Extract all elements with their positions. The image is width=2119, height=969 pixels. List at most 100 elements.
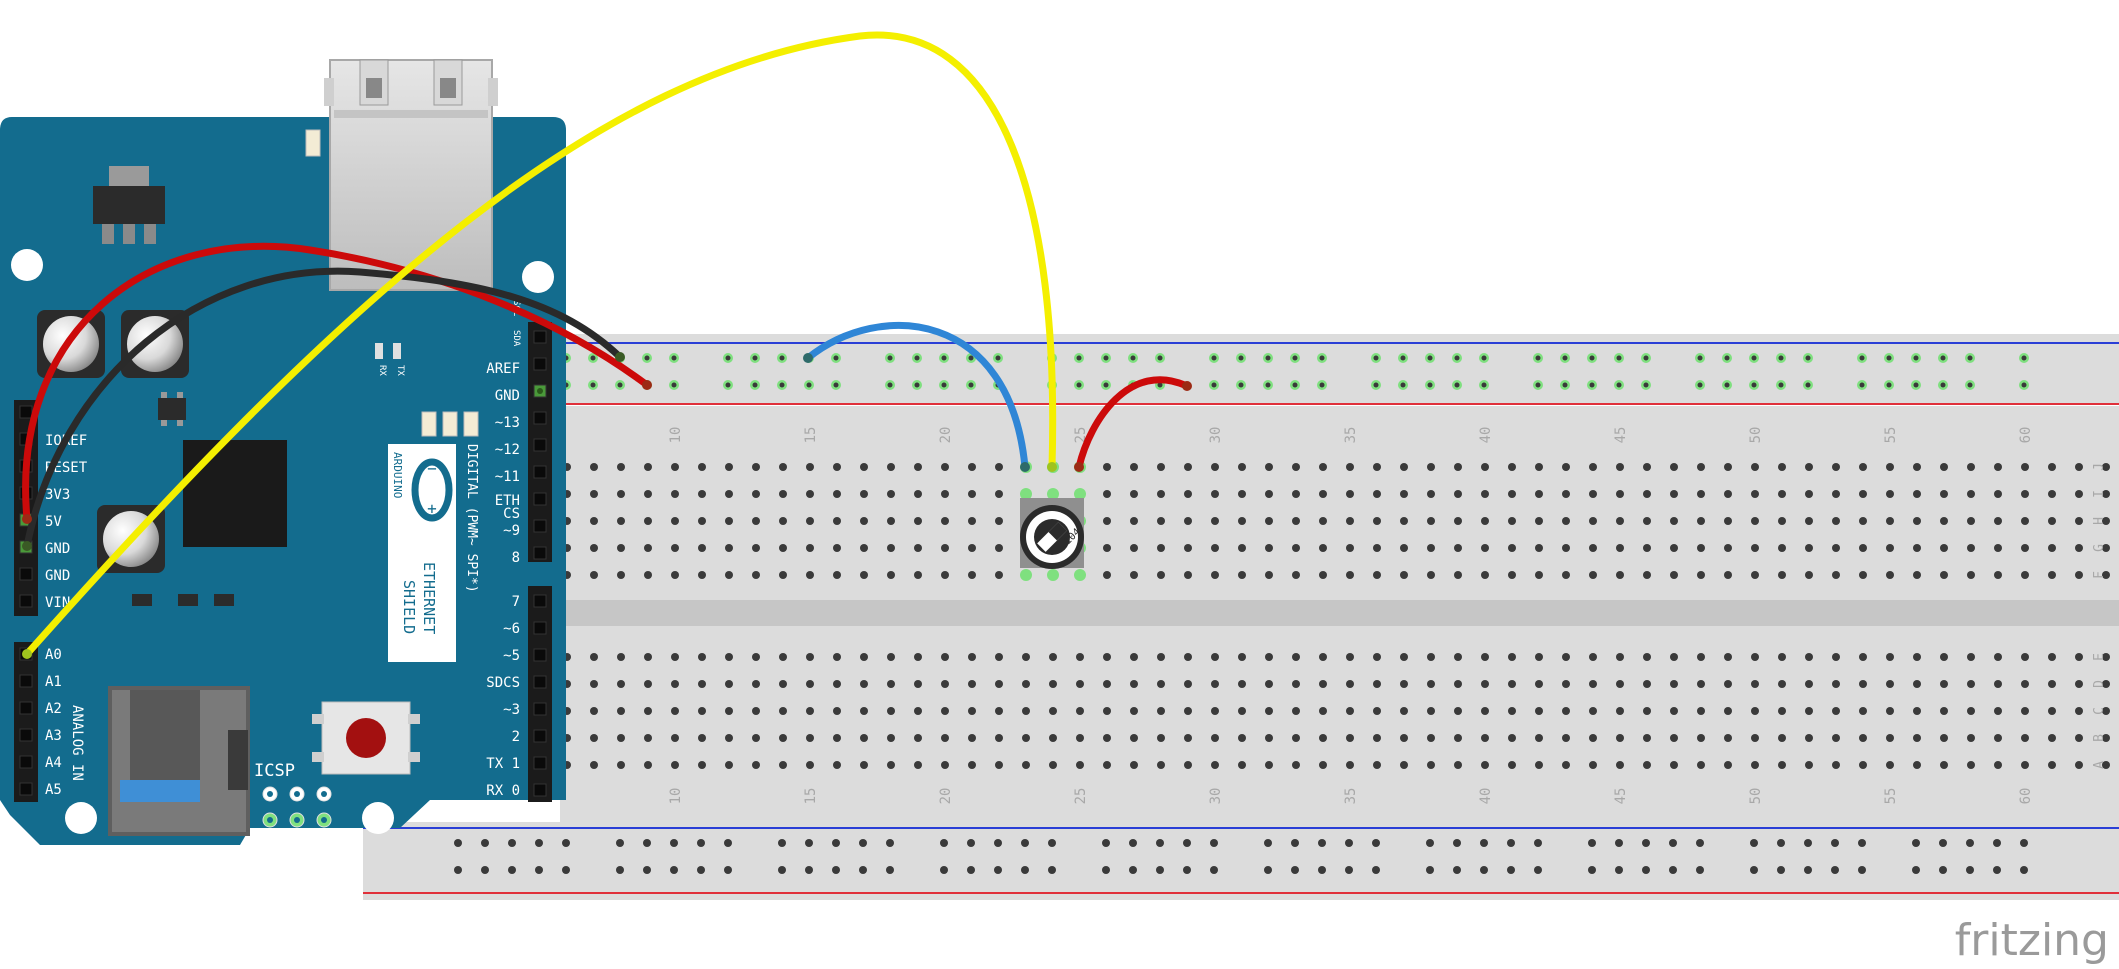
rail-hole: [535, 839, 543, 847]
breadboard-hole: [806, 463, 814, 471]
breadboard-hole: [1130, 517, 1138, 525]
breadboard-hole: [644, 517, 652, 525]
breadboard-hole: [2021, 761, 2029, 769]
rail-hole: [670, 839, 678, 847]
breadboard-hole: [1265, 734, 1273, 742]
breadboard-hole: [1940, 517, 1948, 525]
breadboard-hole: [941, 680, 949, 688]
breadboard-hole: [2021, 544, 2029, 552]
red-wire-5v[interactable]: [22, 242, 651, 523]
breadboard-hole: [1265, 490, 1273, 498]
capacitor: [121, 310, 189, 378]
breadboard-hole: [1805, 571, 1813, 579]
breadboard-hole: [1157, 680, 1165, 688]
breadboard-hole: [806, 517, 814, 525]
column-number: 60: [2018, 788, 2034, 805]
breadboard-hole: [1157, 761, 1165, 769]
breadboard-hole: [671, 490, 679, 498]
breadboard-hole: [2048, 517, 2056, 525]
breadboard-hole: [2048, 544, 2056, 552]
breadboard-hole: [1211, 707, 1219, 715]
digital-header-label: DIGITAL (PWM~ SPI*): [464, 444, 479, 593]
breadboard-hole: [2048, 761, 2056, 769]
column-number: 40: [1478, 427, 1494, 444]
breadboard-hole: [752, 707, 760, 715]
breadboard-hole: [1886, 707, 1894, 715]
breadboard-hole: [590, 544, 598, 552]
breadboard-hole: [1913, 517, 1921, 525]
rail-hole: [859, 866, 867, 874]
breadboard-hole: [1238, 761, 1246, 769]
rail-hole: [724, 866, 732, 874]
tx-led: [393, 343, 401, 359]
breadboard-hole: [1751, 571, 1759, 579]
column-number: 50: [1748, 788, 1764, 805]
breadboard-hole: [1670, 490, 1678, 498]
breadboard-hole: [806, 544, 814, 552]
breadboard-hole: [2048, 463, 2056, 471]
potentiometer[interactable]: 104: [1020, 498, 1084, 569]
wire-end: [22, 541, 32, 551]
voltage-regulator: [93, 166, 165, 244]
breadboard: 1010151520202525303035354040454550505555…: [363, 334, 2119, 900]
breadboard-hole: [914, 707, 922, 715]
breadboard-hole: [725, 761, 733, 769]
rail-hole: [940, 866, 948, 874]
breadboard-hole: [887, 490, 895, 498]
icsp-header: [262, 786, 332, 828]
breadboard-hole: [1319, 707, 1327, 715]
column-number: 20: [938, 427, 954, 444]
breadboard-hole: [806, 707, 814, 715]
header-pin: [533, 648, 547, 662]
breadboard-hole: [671, 761, 679, 769]
breadboard-hole: [1184, 463, 1192, 471]
breadboard-hole: [1967, 490, 1975, 498]
breadboard-hole: [1074, 488, 1086, 500]
breadboard-hole: [1940, 761, 1948, 769]
rail-hole: [1804, 839, 1812, 847]
column-number: 10: [668, 788, 684, 805]
breadboard-hole: [1130, 707, 1138, 715]
breadboard-hole: [1562, 544, 1570, 552]
breadboard-holes: [454, 353, 2110, 874]
breadboard-hole: [1184, 571, 1192, 579]
breadboard-hole: [1940, 571, 1948, 579]
pin-label: A5: [45, 782, 62, 798]
breadboard-hole: [590, 571, 598, 579]
yellow-wire-a0[interactable]: [23, 31, 1057, 658]
breadboard-hole: [1859, 490, 1867, 498]
breadboard-hole: [1508, 463, 1516, 471]
breadboard-hole: [860, 761, 868, 769]
breadboard-hole: [1400, 517, 1408, 525]
breadboard-hole: [1103, 761, 1111, 769]
breadboard-hole: [1724, 490, 1732, 498]
breadboard-hole: [941, 734, 949, 742]
breadboard-hole: [1643, 490, 1651, 498]
breadboard-hole: [860, 490, 868, 498]
red-wire-rail[interactable]: [1075, 376, 1191, 471]
breadboard-hole: [1805, 680, 1813, 688]
black-wire-gnd[interactable]: [23, 267, 624, 550]
pin-label: A4: [45, 755, 62, 771]
breadboard-hole: [1373, 544, 1381, 552]
breadboard-hole: [1562, 517, 1570, 525]
breadboard-hole: [1535, 517, 1543, 525]
breadboard-hole: [617, 734, 625, 742]
breadboard-hole: [1535, 490, 1543, 498]
breadboard-hole: [1778, 734, 1786, 742]
breadboard-hole: [1319, 734, 1327, 742]
breadboard-hole: [1562, 463, 1570, 471]
rail-hole: [1129, 866, 1137, 874]
blue-wire-gnd[interactable]: [804, 321, 1029, 471]
rail-hole: [535, 866, 543, 874]
breadboard-hole: [1589, 680, 1597, 688]
rail-hole: [643, 866, 651, 874]
breadboard-hole: [1859, 571, 1867, 579]
breadboard-hole: [1427, 544, 1435, 552]
breadboard-hole: [671, 653, 679, 661]
breadboard-hole: [887, 707, 895, 715]
breadboard-hole: [752, 653, 760, 661]
reset-button[interactable]: [312, 701, 420, 775]
breadboard-hole: [1022, 761, 1030, 769]
breadboard-hole: [1319, 761, 1327, 769]
